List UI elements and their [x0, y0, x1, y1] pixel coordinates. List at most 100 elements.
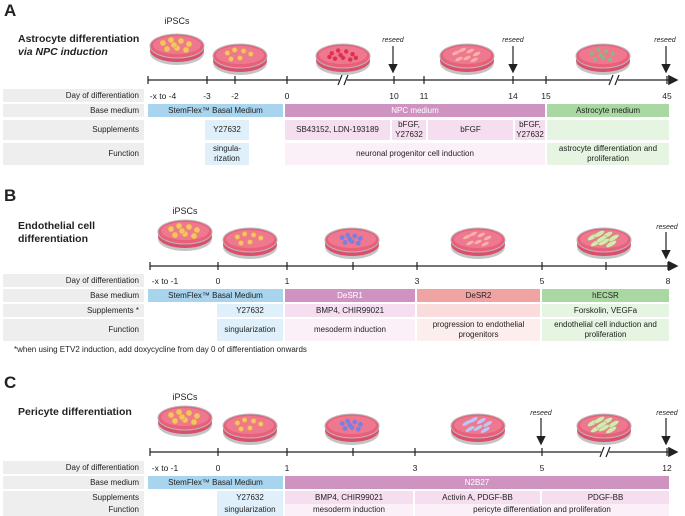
ipsc-colony: [167, 36, 175, 44]
supplement-astro-empty: [547, 120, 669, 140]
mesoderm-cell: [345, 418, 351, 424]
astrocyte-cell: [608, 58, 613, 62]
axis-break-mark: [608, 74, 614, 86]
progenitor-cell: [483, 235, 492, 241]
function-npc-induction: neuronal progenitor cell induction: [285, 143, 545, 165]
mesoderm-cell: [345, 232, 351, 238]
ipsc-colony: [178, 227, 186, 235]
ipsc-colony: [167, 225, 175, 233]
day-label: 10: [389, 91, 399, 101]
mesoderm-cell: [352, 419, 358, 425]
endothelial-cell: [596, 421, 608, 429]
progenitor-cell: [452, 50, 460, 56]
base-medium-desr2: DeSR2: [417, 289, 540, 302]
pericyte-cell: [465, 426, 475, 432]
panel-letter-c: C: [4, 373, 17, 392]
function-singularization: singula- rization: [205, 143, 249, 165]
petri-dish-surface: [454, 230, 502, 248]
supplement-y27632: Y27632: [205, 120, 249, 140]
ipsc-colony: [175, 408, 183, 416]
ipsc-colony: [163, 45, 171, 53]
ipscs-label-b: iPSCs: [172, 206, 198, 216]
function-mesoderm-induction: mesoderm induction: [285, 319, 415, 341]
axis-break-mark: [599, 446, 605, 458]
day-label: 15: [541, 91, 551, 101]
npc-cell: [338, 52, 343, 58]
axis-break-mark: [343, 74, 349, 86]
endothelial-cell: [596, 235, 608, 243]
ipsc-colony: [190, 418, 198, 426]
function-mesoderm-induction: mesoderm induction: [285, 504, 413, 516]
ipsc-colony: [177, 37, 185, 45]
ipsc-colony: [231, 47, 238, 53]
supplement-y27632: Y27632: [217, 304, 283, 317]
day-label: 45: [662, 91, 672, 101]
supplement-sb43152-ldn: SB43152, LDN-193189: [285, 120, 390, 140]
endothelial-cell: [593, 416, 605, 424]
ipsc-colony: [238, 240, 244, 246]
base-medium-stemflex: StemFlex™ Basal Medium: [148, 104, 283, 117]
axis-break-mark: [605, 446, 611, 458]
ipsc-colony: [257, 235, 264, 241]
progenitor-cell: [474, 239, 482, 245]
base-medium-stemflex: StemFlex™ Basal Medium: [148, 476, 283, 489]
row-label-base-medium: Base medium: [3, 289, 144, 302]
petri-dish-surface: [443, 46, 491, 64]
ipsc-colony: [185, 40, 193, 48]
astrocyte-cell: [596, 48, 601, 52]
npc-cell: [348, 57, 353, 62]
function-pericyte-differentiation: pericyte differentiation and proliferati…: [415, 504, 669, 516]
mesoderm-cell: [339, 421, 345, 426]
ipscs-label-c: iPSCs: [172, 392, 198, 402]
axis-break-gap: [339, 75, 347, 85]
astrocyte-cell: [589, 51, 594, 55]
npc-cell: [329, 51, 334, 56]
pericyte-cell: [480, 427, 490, 433]
supplement-bfgf-y27632: bFGF, Y27632: [392, 120, 426, 140]
reseed-label-a1: reseed: [382, 37, 404, 44]
function-endothelial-progenitors: progression to endothelial progenitors: [417, 319, 540, 341]
supplement-desr2-empty: [417, 304, 540, 317]
mesoderm-cell: [347, 236, 353, 242]
row-label-day: Day of differentiation: [3, 461, 144, 474]
npc-cell: [350, 52, 355, 57]
supplement-forskolin-vegfa: Forskolin, VEGFa: [542, 304, 669, 317]
ipscs-label-a: iPSCs: [164, 16, 190, 26]
row-label-function: Function: [3, 319, 144, 341]
ipsc-colony: [193, 412, 201, 420]
row-label-function: Function: [3, 504, 144, 516]
ipsc-colony: [175, 222, 183, 230]
ipsc-colony: [171, 231, 179, 239]
pericyte-cell: [476, 418, 486, 424]
day-label: -x to -1: [151, 463, 179, 473]
progenitor-cell: [463, 55, 471, 61]
supplement-pdgf-bb: PDGF-BB: [542, 491, 669, 504]
ipsc-colony: [250, 418, 257, 424]
progenitor-cell: [466, 240, 474, 246]
panel-title-b: Endothelial cell differentiation: [18, 220, 95, 246]
panel-title-c: Pericyte differentiation: [18, 406, 132, 419]
row-label-day: Day of differentiation: [3, 274, 144, 287]
ipsc-colony: [234, 420, 241, 426]
row-label-base-medium: Base medium: [3, 104, 144, 117]
astrocyte-cell: [601, 56, 605, 60]
day-label: -2: [231, 91, 239, 101]
base-medium-desr1: DeSR1: [285, 289, 415, 302]
progenitor-cell: [463, 234, 471, 240]
pericyte-cell: [468, 417, 478, 423]
supplement-bfgf: bFGF: [428, 120, 513, 140]
ipsc-colony: [238, 426, 244, 432]
day-label: -3: [203, 91, 211, 101]
ipsc-colony: [178, 413, 186, 421]
function-endothelial-induction: endothelial cell induction and prolifera…: [542, 319, 669, 341]
ipsc-colony: [171, 417, 179, 425]
reseed-label-a2: reseed: [502, 37, 524, 44]
mesoderm-cell: [339, 235, 345, 241]
function-astrocyte-differentiation: astrocyte differentiation and proliferat…: [547, 143, 669, 165]
panel-title-a: Astrocyte differentiation via NPC induct…: [18, 33, 139, 59]
supplement-bfgf-y27632: bFGF, Y27632: [515, 120, 545, 140]
axis-break-mark: [614, 74, 620, 86]
astrocyte-cell: [593, 57, 597, 61]
